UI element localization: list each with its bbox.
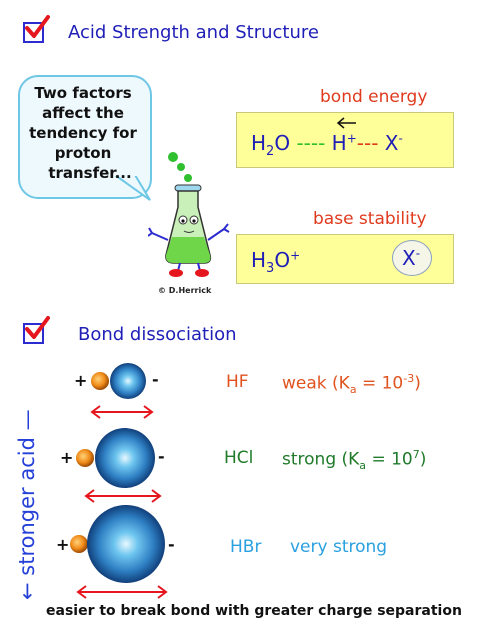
hf-strength: weak (Ka = 10-3) — [282, 372, 421, 396]
h3o-subscript: 3 — [266, 261, 275, 276]
hbr-molecule-icon — [70, 505, 165, 583]
footer-caption: easier to break bond with greater charge… — [46, 603, 462, 619]
row-sup: 7 — [412, 448, 420, 461]
base-stability-label: base stability — [313, 209, 427, 229]
section-title: Acid Strength and Structure — [68, 22, 319, 43]
row-formula: HF — [226, 372, 249, 392]
speech-bubble — [18, 75, 152, 199]
arrow-left-icon — [336, 117, 356, 129]
bubble-tail — [111, 170, 151, 201]
row-desc: weak (K — [282, 373, 350, 394]
anion-x: X — [384, 131, 399, 155]
row-sub: a — [359, 459, 367, 473]
bond-energy-label: bond energy — [320, 87, 428, 107]
base-anion-x: X — [402, 246, 416, 270]
bubble-line: proton — [54, 144, 112, 162]
anion-circle — [392, 240, 432, 276]
stronger-acid-label: ← stronger acid — — [15, 409, 39, 600]
double-arrow-icon — [76, 585, 168, 599]
row-mid: = 10 — [356, 373, 404, 394]
checkbox-icon — [23, 316, 50, 344]
checkmark-icon — [25, 316, 50, 339]
proton-charge: + — [346, 131, 357, 146]
proton-h: H — [331, 131, 347, 155]
bubble-line: affect the — [42, 104, 124, 122]
row-mid: = 10 — [366, 449, 413, 470]
row-sup: -3 — [403, 372, 415, 385]
hbr-strength: very strong — [290, 537, 388, 557]
h3o-o: O — [274, 248, 291, 272]
h3o-h: H — [251, 248, 267, 272]
plus-sign: + — [74, 371, 88, 390]
plus-sign: + — [56, 535, 70, 554]
h2o-o: O — [274, 131, 291, 155]
bond-energy-equation: H2O ---- H+--- X- — [251, 131, 403, 159]
double-arrow-icon — [84, 489, 162, 503]
hcl-formula: HCl — [224, 448, 253, 468]
bubble-line: tendency for — [29, 124, 137, 142]
flask-character-icon — [148, 152, 230, 277]
row-desc: strong (K — [282, 449, 360, 470]
bond-dashes-red: --- — [356, 131, 379, 155]
anion-formula: X- — [402, 246, 420, 270]
h2o-h: H — [251, 131, 267, 155]
hcl-molecule-icon — [76, 428, 155, 488]
copyright-text: © D.Herrick — [158, 286, 212, 295]
bubble-line: transfer... — [48, 164, 132, 182]
hydronium-formula: H3O+ — [251, 248, 300, 276]
row-end: ) — [414, 373, 421, 394]
minus-sign: - — [152, 370, 159, 389]
h2o-subscript: 2 — [266, 144, 275, 159]
checkbox-icon — [23, 15, 50, 43]
hbr-formula: HBr — [230, 537, 262, 557]
row-end: ) — [419, 449, 427, 470]
bubble-line: Two factors — [34, 84, 132, 102]
minus-sign: - — [158, 447, 165, 466]
hcl-strength: strong (Ka = 107) — [282, 448, 426, 472]
hf-molecule-icon — [91, 363, 146, 399]
bond-energy-box — [236, 112, 454, 168]
row-formula: HCl — [224, 448, 254, 468]
section-title: Bond dissociation — [78, 324, 237, 345]
row-sub: a — [349, 383, 357, 397]
bubble-text: Two factors affect the tendency for prot… — [18, 83, 148, 183]
double-arrow-icon — [90, 405, 154, 419]
hf-formula: HF — [226, 372, 249, 392]
checkmark-icon — [25, 15, 50, 38]
plus-sign: + — [60, 448, 74, 467]
h3o-charge: + — [290, 248, 301, 263]
base-anion-charge: - — [415, 246, 421, 261]
minus-sign: - — [168, 535, 175, 554]
anion-charge: - — [398, 131, 403, 146]
bond-dashes-green: ---- — [296, 131, 326, 155]
